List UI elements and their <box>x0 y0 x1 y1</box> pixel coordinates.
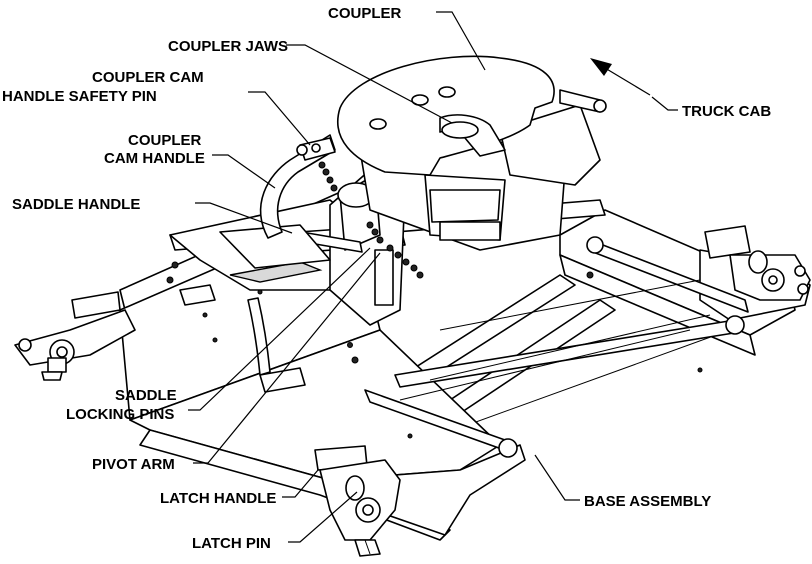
label-coupler: COUPLER <box>328 5 402 22</box>
label-coupler-jaws: COUPLER JAWS <box>168 38 288 55</box>
label-cam-pin-line2: HANDLE SAFETY PIN <box>2 88 157 105</box>
callout-labels: COUPLER COUPLER JAWS COUPLER CAM HANDLE … <box>2 5 771 552</box>
truck-cab-arrow <box>590 58 651 96</box>
right-latch-assembly <box>704 225 811 301</box>
label-cam-handle-line1: COUPLER <box>128 132 202 149</box>
coupler-drawing <box>296 55 607 251</box>
saddle-drawing <box>179 134 424 393</box>
label-truck-cab: TRUCK CAB <box>682 103 771 120</box>
label-latch-pin: LATCH PIN <box>192 535 271 552</box>
label-base-assembly: BASE ASSEMBLY <box>584 493 711 510</box>
left-latch-foot <box>14 291 136 381</box>
label-pivot-arm: PIVOT ARM <box>92 456 175 473</box>
bottom-latch-assembly <box>314 445 401 557</box>
label-latch-handle: LATCH HANDLE <box>160 490 276 507</box>
label-saddle-pins-line1: SADDLE <box>115 387 177 404</box>
label-saddle-handle: SADDLE HANDLE <box>12 196 140 213</box>
label-cam-handle-line2: CAM HANDLE <box>104 150 205 167</box>
label-cam-pin-line1: COUPLER CAM <box>92 69 204 86</box>
leader-lines <box>188 11 678 543</box>
safety-chain <box>318 161 424 279</box>
label-saddle-pins-line2: LOCKING PINS <box>66 406 174 423</box>
